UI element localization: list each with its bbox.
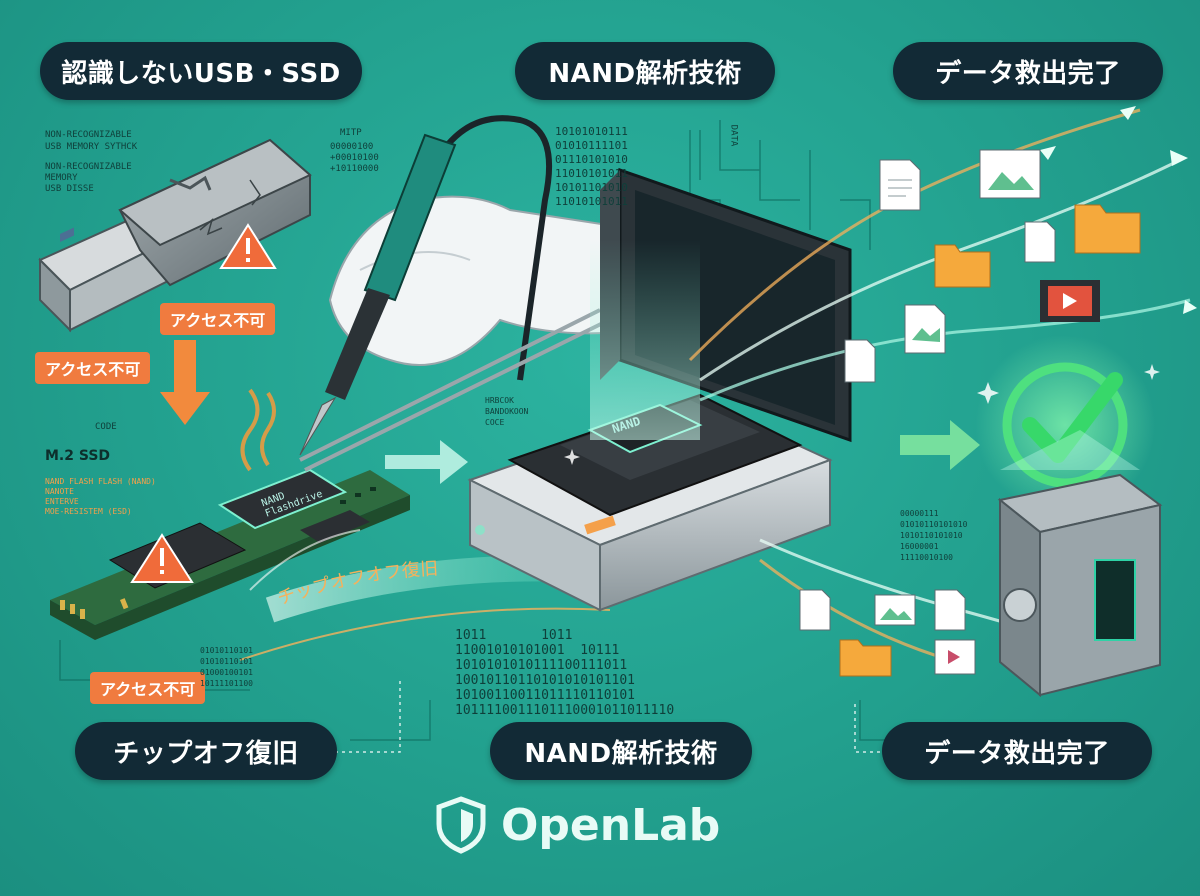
- label-nand-analysis-bottom: NAND解析技術: [490, 722, 752, 780]
- binary-top: 10101010111 01010111101 01110101010 1101…: [555, 125, 628, 208]
- label-data-rescue-bottom: データ救出完了: [882, 722, 1152, 780]
- flow-arrows: [1040, 106, 1197, 314]
- usb-bits: 00000100 +00010100 +10110000: [330, 142, 379, 174]
- dashed-connectors: [335, 680, 880, 753]
- usb-mitp-label: MITP: [340, 128, 362, 138]
- arc-text-path: チップオフオフ復旧: [275, 558, 439, 609]
- board-text: HRBCOK BANDOKOON COCE: [485, 396, 529, 427]
- down-arrow: [160, 340, 210, 425]
- binary-left: 01010110101 01010110101 01000100101 1011…: [200, 646, 253, 688]
- safe-icon: [997, 430, 1163, 698]
- ssd-code: CODE: [95, 422, 117, 432]
- video-icon: [934, 639, 976, 675]
- label-nand-analysis-top: NAND解析技術: [515, 42, 775, 100]
- usb-caption-4: MEMORY: [45, 173, 78, 183]
- folder-icon: [1074, 204, 1141, 254]
- usb-warning-icon: [219, 223, 277, 269]
- check-icon: [975, 335, 1155, 515]
- usb-caption-1: NON-RECOGNIZABLE: [45, 130, 132, 140]
- sparkles: [564, 364, 1160, 465]
- binary-bottom: 1011 1011 11001010101001 10111 101010101…: [455, 628, 675, 718]
- data-beam: [590, 240, 700, 440]
- label-text: データ救出完了: [935, 58, 1121, 89]
- folder-icon: [934, 244, 991, 288]
- heat-waves: [240, 388, 276, 472]
- label-unrecognized-usb-ssd: 認識しないUSB・SSD: [40, 42, 362, 100]
- soldering-iron: [299, 115, 553, 456]
- ssd-warning-icon: [130, 533, 194, 583]
- video-icon: [1040, 280, 1100, 322]
- warning-tag-left: アクセス不可: [35, 352, 151, 384]
- label-data-rescue-top: データ救出完了: [893, 42, 1163, 100]
- brand-logo: OpenLab: [435, 796, 720, 854]
- shield-icon: [436, 796, 486, 854]
- brand-name: OpenLab: [501, 799, 721, 851]
- label-text: NAND解析技術: [524, 738, 718, 769]
- ssd-label: M.2 SSD: [45, 448, 111, 464]
- label-text: チップオフ復旧: [113, 738, 299, 769]
- tweezers: [299, 308, 606, 472]
- document-icon: [879, 159, 921, 211]
- check-arrow: [900, 420, 980, 470]
- label-text: データ救出完了: [924, 738, 1110, 769]
- binary-right: 00000111 01010110101010 1010110101010 16…: [900, 509, 968, 562]
- image-icon: [904, 304, 946, 354]
- label-chip-off-recovery: チップオフ復旧: [75, 722, 337, 780]
- ssd-details: NAND FLASH FLASH (NAND) NANOTE ENTERVE M…: [45, 477, 156, 516]
- label-text: 認識しないUSB・SSD: [61, 58, 341, 89]
- usb-caption-5: USB DISSE: [45, 184, 94, 194]
- document-icon: [799, 589, 831, 631]
- chip-off-arc-label: チップオフオフ復旧: [275, 558, 439, 609]
- document-icon: [934, 589, 966, 631]
- warning-tag-usb: アクセス不可: [160, 303, 276, 335]
- center-arrow: [385, 440, 468, 484]
- warning-tag-ssd: アクセス不可: [90, 672, 206, 704]
- image-icon: [874, 594, 916, 626]
- usb-caption-2: USB MEMORY SYTHCK: [45, 142, 138, 152]
- file-icons: [799, 149, 1141, 677]
- m2-ssd-board: [50, 468, 410, 640]
- image-icon: [979, 149, 1041, 199]
- label-text: NAND解析技術: [548, 58, 742, 89]
- usb-stick: [38, 138, 312, 333]
- document-icon: [1024, 221, 1056, 263]
- usb-caption-3: NON-RECOGNIZABLE: [45, 162, 132, 172]
- folder-icon: [839, 639, 892, 677]
- document-icon: [844, 339, 876, 383]
- analysis-device: [467, 393, 833, 612]
